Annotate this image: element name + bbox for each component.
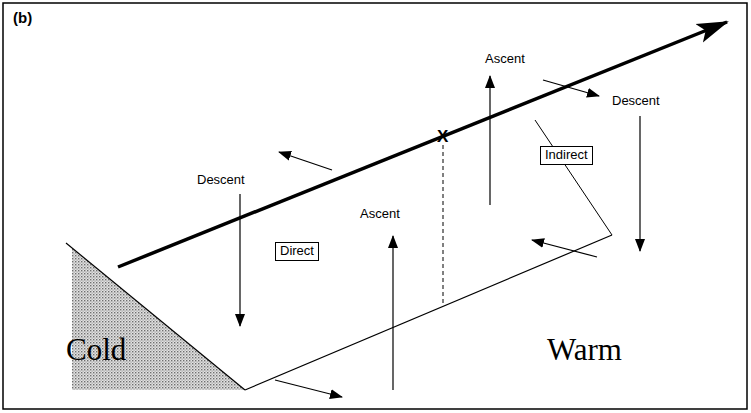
motion-label: Descent [197,173,245,187]
frame [3,3,747,409]
point-marker: X [437,128,448,147]
motion-label: Descent [612,94,660,108]
descent-arrow [239,194,240,326]
panel-letter: (b) [13,10,32,27]
air-mass-label: Warm [547,333,622,367]
flow-arrow [279,152,332,170]
circulation-box: Direct [275,242,319,261]
front-line [66,243,245,390]
plane-edge [535,120,612,235]
air-mass-label: Cold [66,333,126,367]
motion-label: Ascent [360,207,400,221]
descent-arrow [639,116,640,251]
flow-arrow [543,80,599,96]
flow-arrow [275,380,342,397]
ascent-arrow [489,76,490,205]
motion-label: Ascent [485,52,525,66]
dashed-line [443,145,444,305]
circulation-box: Indirect [540,146,593,165]
jet-axis-arrow [118,22,727,267]
box-text: Direct [280,244,314,258]
flow-arrow [532,240,597,257]
ascent-arrow [392,236,393,390]
box-text: Indirect [545,148,588,162]
